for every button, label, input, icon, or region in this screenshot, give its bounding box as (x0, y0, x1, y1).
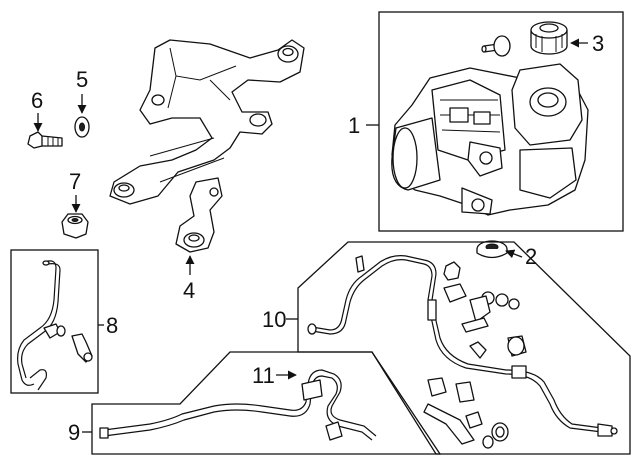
callout-8: 8 (106, 313, 118, 338)
nut-7[interactable] (61, 213, 89, 239)
pressure-line-a[interactable] (307, 255, 437, 335)
callout-2-arrow (505, 249, 523, 259)
washer-2[interactable] (476, 240, 508, 259)
cap-bolt[interactable] (481, 35, 511, 57)
line-fittings[interactable] (423, 261, 527, 449)
callout-3: 3 (592, 31, 604, 56)
assembly-box (378, 11, 624, 232)
pressure-line-b[interactable] (427, 299, 618, 437)
mounting-bracket[interactable] (109, 39, 305, 253)
callout-10: 10 (262, 307, 286, 332)
callout-2: 2 (525, 244, 537, 269)
callout-6: 6 (31, 88, 43, 113)
hose-clamp-a[interactable] (43, 323, 66, 339)
callout-11: 11 (252, 363, 275, 388)
bolt-6[interactable] (27, 131, 63, 149)
pump-assembly[interactable] (391, 63, 589, 216)
return-hose[interactable] (17, 260, 61, 391)
hose-box (10, 249, 99, 394)
reservoir-cap[interactable] (530, 21, 568, 55)
line-clamp[interactable] (301, 379, 343, 441)
callout-7: 7 (69, 169, 81, 194)
washer-5[interactable] (74, 116, 90, 138)
callout-9: 9 (68, 420, 80, 445)
callout-1: 1 (348, 113, 360, 138)
callout-4: 4 (183, 278, 195, 303)
callout-5: 5 (76, 67, 88, 92)
hose-clamp-b[interactable] (71, 333, 93, 363)
cooler-box (91, 351, 442, 455)
